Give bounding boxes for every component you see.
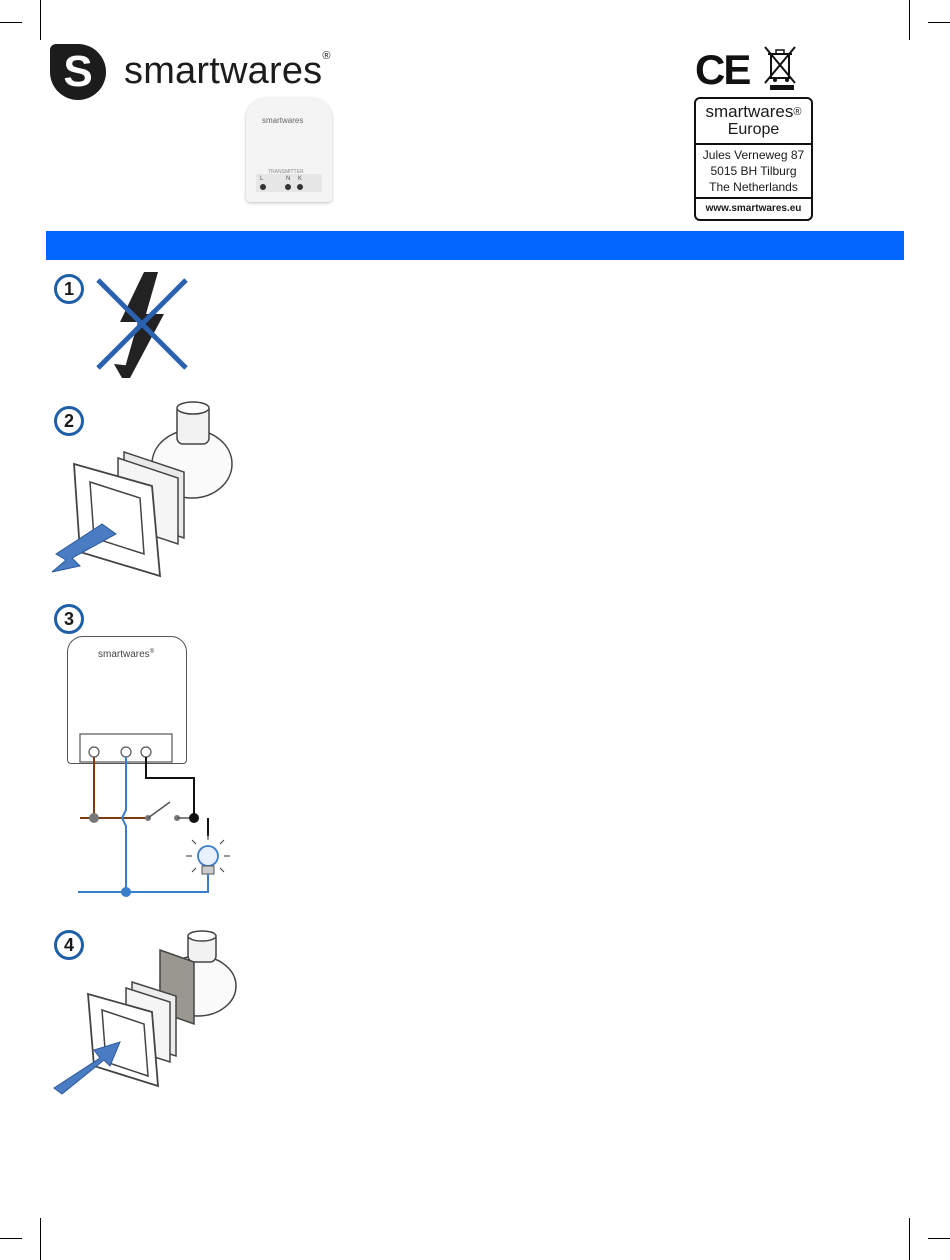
terminal-k-dot xyxy=(297,184,303,190)
brand-reg: ® xyxy=(322,50,330,62)
crop-mark-br-h xyxy=(928,1238,950,1239)
terminal-l-dot xyxy=(260,184,266,190)
section-header-bar xyxy=(46,231,904,260)
remove-switch-cover-illustration xyxy=(44,398,244,578)
terminal-label-k: K xyxy=(298,176,302,182)
step-number-3: 3 xyxy=(54,604,84,634)
address-brand: smartwares® xyxy=(696,103,811,121)
wiring-module-brand: smartwares® xyxy=(98,649,154,660)
terminal-label-n: N xyxy=(286,176,290,182)
brand-name: smartwares xyxy=(124,50,322,92)
ce-mark: CE xyxy=(695,46,749,94)
mount-switch-cover-illustration xyxy=(48,928,244,1098)
product-transmitter-image: smartwares TRANSMITTER L N K xyxy=(246,98,332,202)
crop-mark-tr-v xyxy=(909,0,910,40)
brand-wordmark: smartwares® xyxy=(124,50,331,93)
brand-logo-mark: S xyxy=(50,44,106,100)
crop-mark-tl-h xyxy=(0,22,22,23)
crop-mark-tr-h xyxy=(928,22,950,23)
terminal-n-dot xyxy=(285,184,291,190)
address-region: Europe xyxy=(696,121,811,139)
manufacturer-address-box: smartwares® Europe Jules Verneweg 87 501… xyxy=(694,97,813,221)
terminal-label-l: L xyxy=(260,176,263,182)
crop-mark-bl-v xyxy=(40,1218,41,1260)
address-lines: Jules Verneweg 87 5015 BH Tilburg The Ne… xyxy=(696,143,811,199)
crop-mark-tl-v xyxy=(40,0,41,40)
product-brand: smartwares xyxy=(262,116,303,125)
address-website: www.smartwares.eu xyxy=(696,199,811,219)
address-country: The Netherlands xyxy=(696,179,811,195)
crop-mark-br-v xyxy=(909,1218,910,1260)
product-label: TRANSMITTER xyxy=(268,169,304,175)
power-off-lightning-icon xyxy=(94,270,192,382)
wiring-diagram xyxy=(70,730,250,900)
crop-mark-bl-h xyxy=(0,1238,22,1239)
weee-crossed-bin-icon xyxy=(762,44,798,94)
address-city: 5015 BH Tilburg xyxy=(696,163,811,179)
address-street: Jules Verneweg 87 xyxy=(696,147,811,163)
step-number-1: 1 xyxy=(54,274,84,304)
